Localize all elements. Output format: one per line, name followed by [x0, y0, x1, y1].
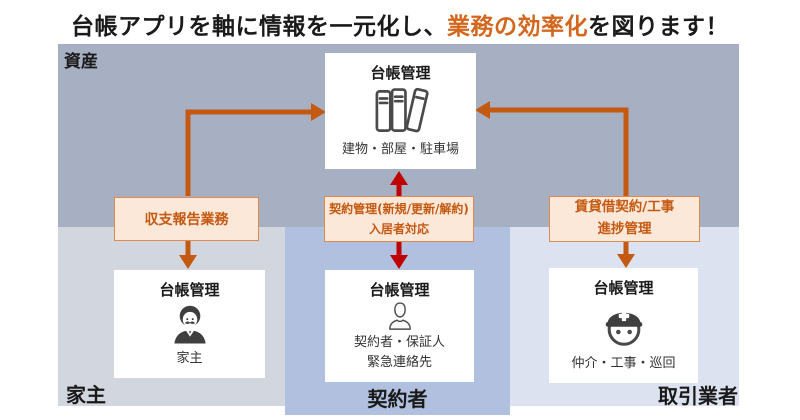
card-caption: 契約者・保証人 緊急連絡先	[354, 333, 445, 373]
section-label-owner: 家主	[66, 383, 106, 407]
label-line-2: 進捗管理	[597, 221, 652, 237]
books-icon	[375, 88, 429, 133]
person-outline-icon	[388, 302, 411, 330]
label-line-1: 収支報告業務	[144, 212, 229, 228]
page-title: 台帳アプリを軸に情報を一元化し、業務の効率化を図ります！	[0, 7, 800, 41]
card-title: 台帳管理	[593, 279, 654, 297]
label-line-1: 賃貸借契約/工事	[574, 199, 675, 216]
title-highlight: 業務の効率化	[447, 14, 588, 40]
section-label-assets: 資産	[64, 52, 98, 72]
connector-label-contract-management: 契約管理(新規/更新/解約) 入居者対応	[324, 196, 474, 242]
label-line-1: 契約管理(新規/更新/解約)	[329, 201, 469, 216]
title-prefix: 台帳アプリを軸に情報を一元化し、	[71, 14, 447, 40]
card-title: 台帳管理	[159, 281, 220, 299]
connector-label-lease-construction: 賃貸借契約/工事 進捗管理	[549, 196, 700, 242]
card-ledger-contractor: 台帳管理 契約者・保証人 緊急連絡先	[325, 270, 474, 382]
caption-line-1: 契約者・保証人	[353, 334, 445, 350]
card-ledger-assets: 台帳管理 建物・部屋・駐車場	[325, 53, 476, 169]
label-line-2: 入居者対応	[368, 222, 429, 236]
title-suffix: を図ります！	[588, 14, 729, 40]
vendors-assets-connector	[475, 101, 635, 268]
card-caption: 仲介・工事・巡回	[571, 355, 676, 371]
card-title: 台帳管理	[369, 281, 430, 299]
section-label-vendors: 取引業者	[658, 384, 738, 408]
card-ledger-vendors: 台帳管理 仲介・工事・巡回	[549, 268, 698, 383]
section-label-contractor: 契約者	[367, 387, 428, 411]
card-caption: 建物・部屋・駐車場	[341, 141, 459, 157]
connector-label-income-report: 収支報告業務	[114, 197, 259, 241]
card-ledger-owner: 台帳管理 家主	[114, 270, 265, 378]
mustache-man-icon	[173, 305, 206, 344]
card-title: 台帳管理	[370, 64, 431, 82]
caption-line-2: 緊急連絡先	[366, 354, 432, 370]
construction-worker-icon	[605, 310, 642, 346]
owner-assets-connector	[179, 103, 326, 269]
card-caption: 家主	[176, 350, 203, 366]
